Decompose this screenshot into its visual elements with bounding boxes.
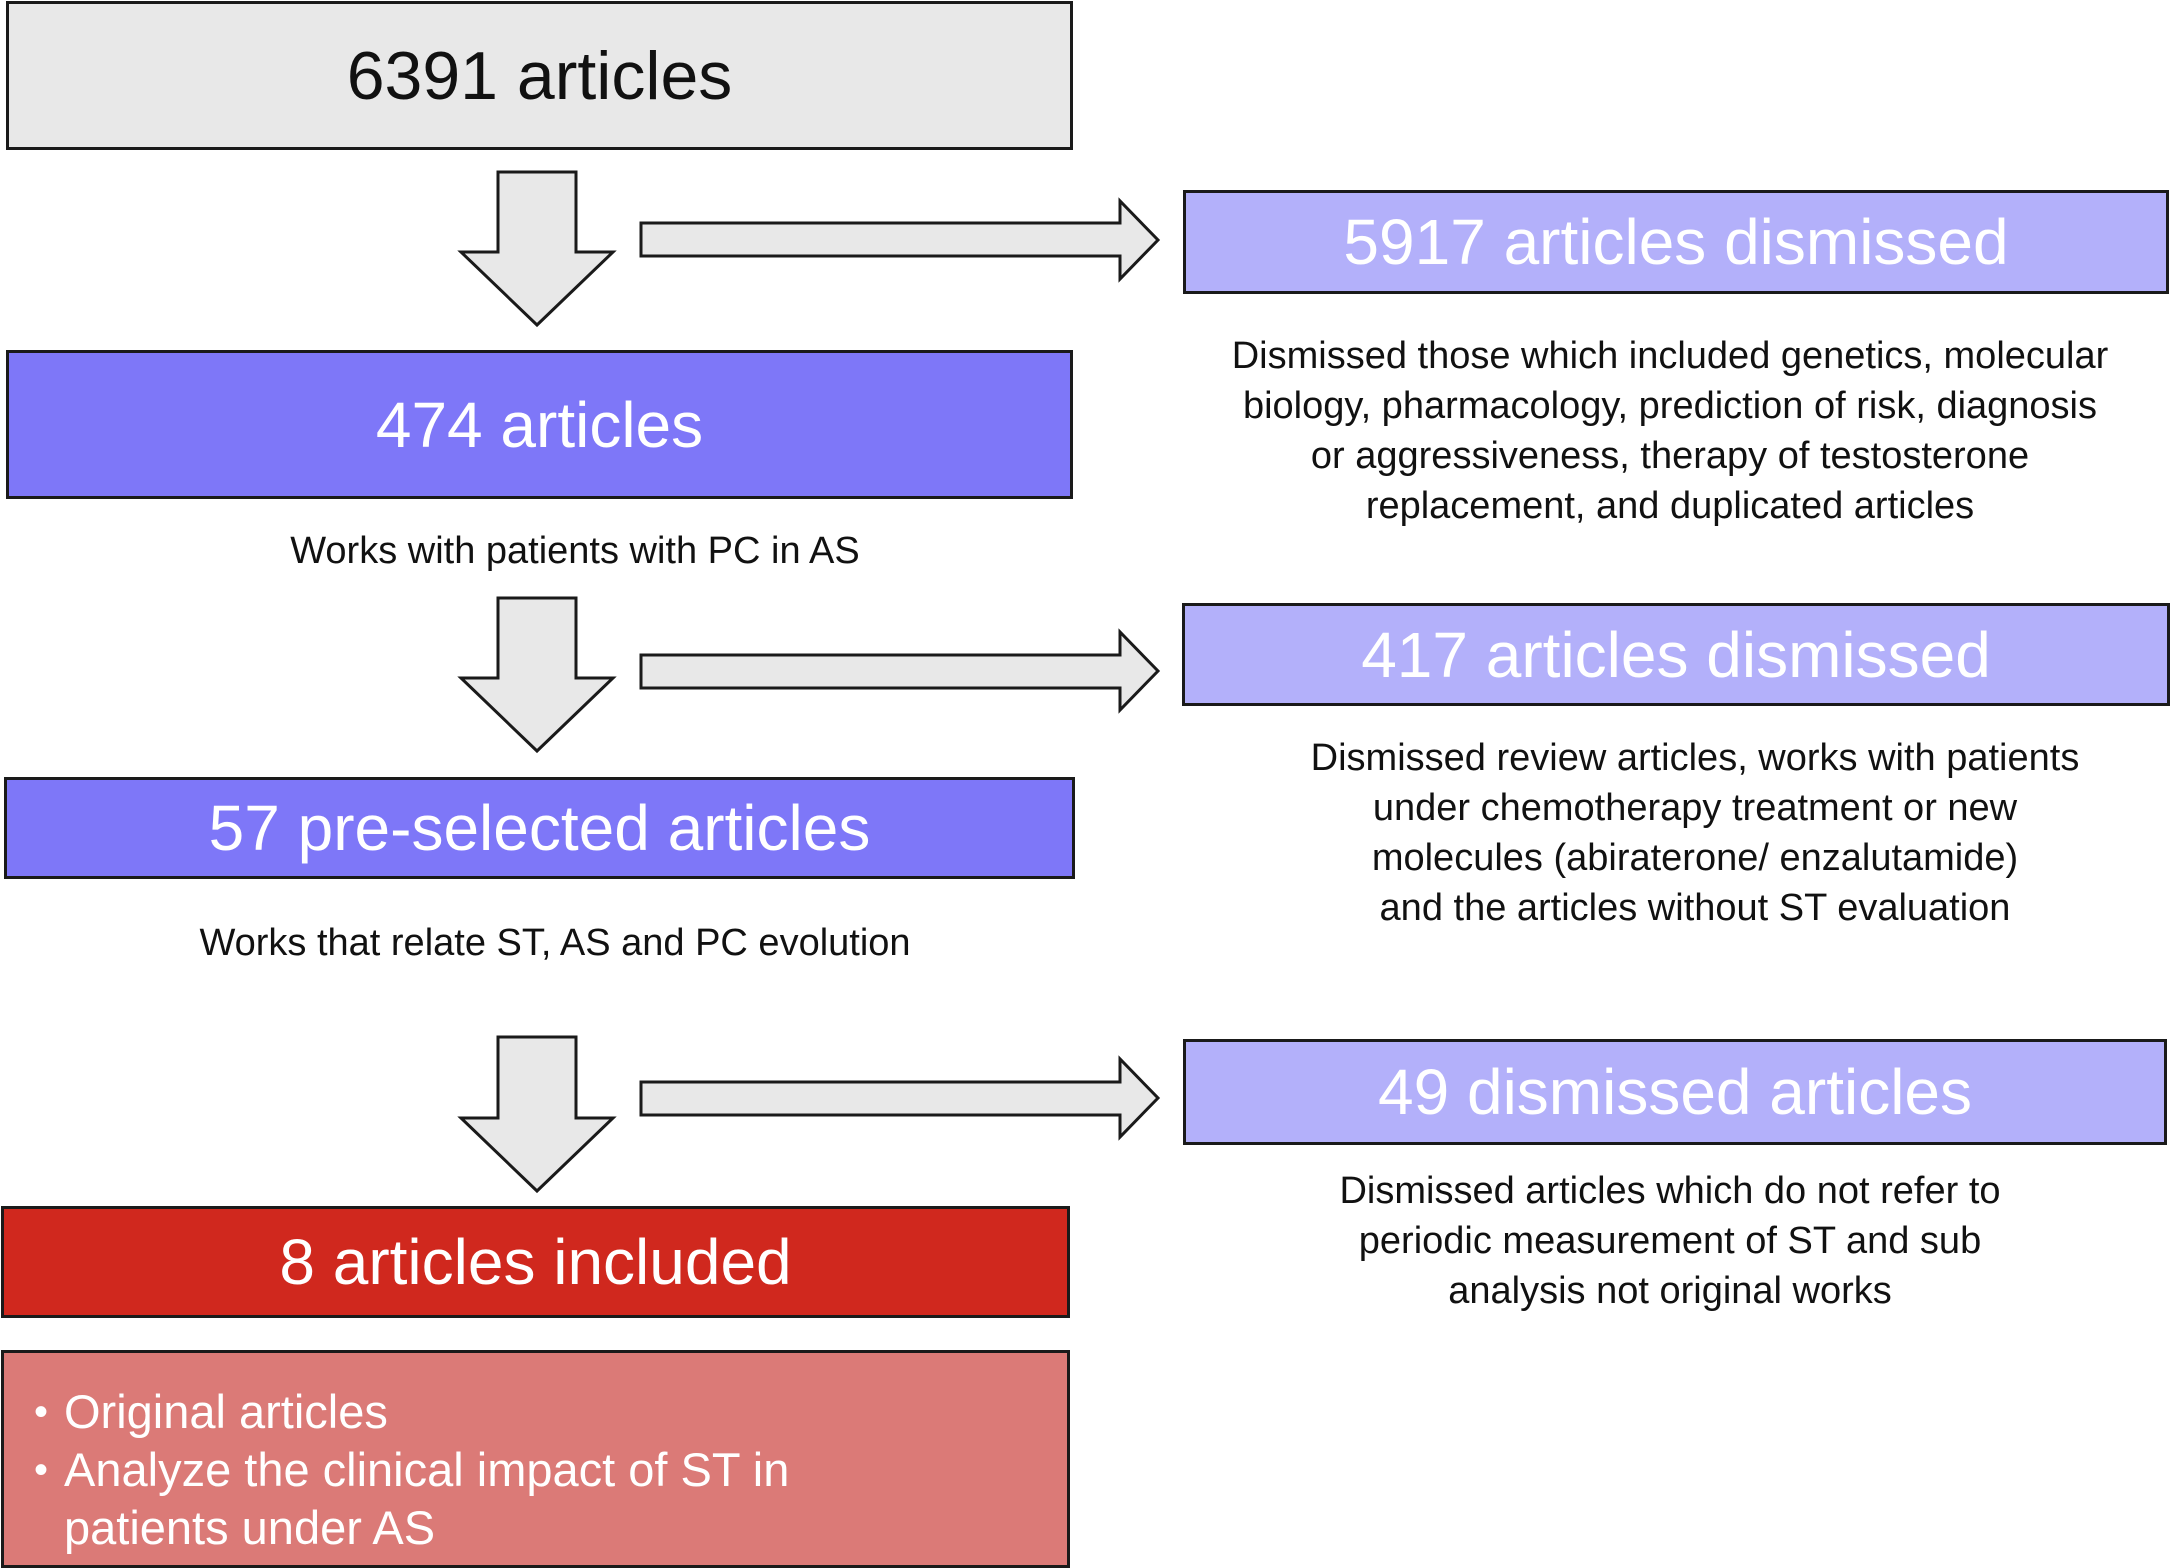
- dismissed-note-3: Dismissed articles which do not refer to…: [1170, 1166, 2170, 1316]
- dismissed-label-3: 49 dismissed articles: [1378, 1056, 1972, 1128]
- step2-box: 57 pre-selected articles: [4, 777, 1075, 879]
- note-line: Dismissed articles which do not refer to: [1339, 1170, 2001, 1212]
- note-line: Dismissed those which included genetics,…: [1231, 335, 2109, 377]
- final-box: 8 articles included: [1, 1206, 1070, 1318]
- dismissed-box-3: 49 dismissed articles: [1183, 1039, 2167, 1145]
- right-arrow-1: [639, 197, 1161, 283]
- dismissed-label-1: 5917 articles dismissed: [1343, 206, 2009, 278]
- note-line: analysis not original works: [1448, 1270, 1892, 1312]
- note-line: under chemotherapy treatment or new: [1372, 787, 2018, 829]
- down-arrow-3: [457, 1035, 617, 1194]
- dismissed-label-2: 417 articles dismissed: [1361, 618, 1991, 691]
- right-arrow-2: [639, 628, 1161, 714]
- note-line: replacement, and duplicated articles: [1365, 485, 1975, 527]
- down-arrow-2: [457, 596, 617, 754]
- dismissed-note-1: Dismissed those which included genetics,…: [1170, 331, 2170, 531]
- note-line: or aggressiveness, therapy of testostero…: [1310, 435, 2030, 477]
- down-arrow-1: [457, 170, 617, 328]
- note-line: molecules (abiraterone/ enzalutamide): [1371, 837, 2019, 879]
- note-line: Dismissed review articles, works with pa…: [1310, 737, 2080, 779]
- final-label: 8 articles included: [279, 1226, 792, 1298]
- step1-criteria: Works with patients with PC in AS: [290, 530, 860, 572]
- step2-label: 57 pre-selected articles: [208, 792, 871, 864]
- start-box: 6391 articles: [6, 1, 1073, 150]
- dismissed-note-2: Dismissed review articles, works with pa…: [1195, 733, 2171, 933]
- note-line: and the articles without ST evaluation: [1379, 887, 2011, 929]
- note-line: biology, pharmacology, prediction of ris…: [1242, 385, 2098, 427]
- step1-box: 474 articles: [6, 350, 1073, 499]
- note-line: periodic measurement of ST and sub: [1358, 1220, 1982, 1262]
- final-bullet-2: Analyze the clinical impact of ST in pat…: [34, 1441, 924, 1557]
- dismissed-box-2: 417 articles dismissed: [1182, 603, 2170, 706]
- final-bullet-1: Original articles: [34, 1383, 1067, 1441]
- step1-label: 474 articles: [375, 388, 704, 461]
- dismissed-box-1: 5917 articles dismissed: [1183, 190, 2169, 294]
- right-arrow-3: [639, 1055, 1161, 1141]
- step2-criteria: Works that relate ST, AS and PC evolutio…: [199, 922, 911, 964]
- final-details-box: Original articles Analyze the clinical i…: [1, 1350, 1070, 1568]
- start-label: 6391 articles: [346, 37, 733, 114]
